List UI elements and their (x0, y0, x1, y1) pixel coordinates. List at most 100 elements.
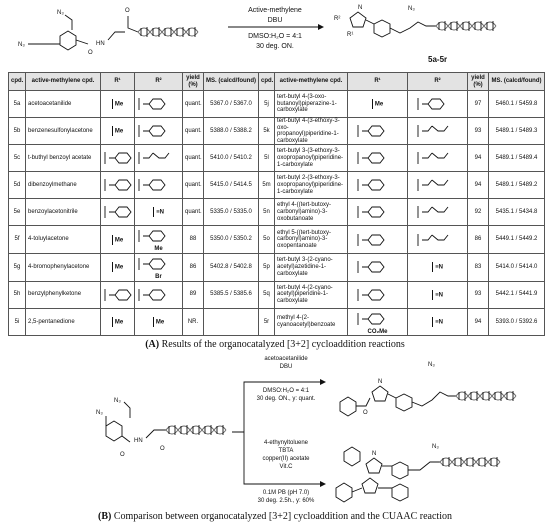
cell-r2-2 (407, 144, 468, 173)
prod-r2: R² (334, 16, 340, 22)
sm-ketone-o: O (125, 8, 130, 14)
cell-yield-2: 93 (467, 116, 489, 146)
sm-n3b-label: N₃ (18, 42, 25, 48)
Boc-piperidinyl-structure-icon (357, 125, 385, 138)
cell-r1: Me (100, 116, 135, 146)
cell-cpd-2: 5o (258, 225, 275, 254)
amide-phenyl-structure-icon (138, 98, 166, 110)
cell-r2-2 (407, 171, 468, 200)
cell-yield: quant. (182, 90, 204, 118)
cell-yield-2: 92 (467, 198, 489, 227)
r-bond-tick (153, 207, 155, 218)
pb-upper-n: N (378, 379, 382, 385)
prod-r1: R¹ (347, 32, 353, 38)
cell-active-methylene: benzylphenylketone (25, 280, 101, 309)
smb-n3-label: N₃ (114, 398, 121, 404)
caption-a-tag: (A) (145, 339, 160, 350)
cell-r1-2 (347, 198, 408, 227)
cell-active-methylene: dibenzoylmethane (25, 171, 101, 200)
cell-ms (203, 307, 259, 337)
phenyl-structure-icon (104, 179, 132, 192)
cell-yield: 86 (182, 252, 204, 282)
cell-r1-2 (347, 225, 408, 254)
upper-time: 30 deg. ON., y: quant. (257, 396, 316, 402)
BocNH-ethyl-structure-icon (357, 233, 385, 246)
cell-yield: 89 (182, 280, 204, 309)
cell-yield-2: 94 (467, 144, 489, 173)
caption-a: (A) Results of the organocatalyzed [3+2]… (0, 339, 550, 350)
cell-r2-2: ≡N (407, 252, 468, 282)
cell-r2: Me (134, 225, 183, 254)
th-ms: MS. (calcd/found) (203, 72, 259, 91)
r-cyano-label: ≡N (435, 292, 443, 299)
ethyl ester-structure-icon (417, 206, 448, 219)
cell-ms-2: 5489.1 / 5489.3 (488, 116, 545, 146)
cell-cpd: 5g (8, 252, 26, 282)
starting-material-a: N₃ N₃ O HN O (18, 8, 199, 56)
product-label-a: 5a-5r (428, 55, 447, 64)
phenyl-structure-icon (138, 257, 166, 270)
cell-ms-2: 5460.1 / 5459.8 (488, 90, 545, 118)
r-br-label: Br (155, 273, 162, 280)
results-table: cpd. active-methylene cpd. R¹ R² yield (… (8, 72, 545, 337)
cell-ms: 5385.5 / 5385.6 (203, 280, 259, 309)
r-bond-tick (432, 316, 434, 327)
BocNH-methyl-structure-icon (357, 206, 385, 219)
cell-cpd: 5d (8, 171, 26, 200)
r-cyano-label: ≡N (435, 264, 443, 271)
cell-r2 (134, 116, 183, 146)
cell-cpd-2: 5l (258, 144, 275, 173)
cell-r2-2: ≡N (407, 280, 468, 309)
cell-r1: Me (100, 225, 135, 254)
cell-yield-2: 86 (467, 225, 489, 254)
r-co2me-label: CO₂Me (367, 328, 388, 335)
cell-ms: 5388.0 / 5388.2 (203, 116, 259, 146)
cell-active-methylene-2: tert-butyl 3-(3-ethoxy-3-oxopropanoyl)pi… (274, 144, 348, 173)
sm-hn-label: HN (96, 41, 105, 47)
r-me-label: Me (114, 128, 124, 135)
cell-cpd-2: 5r (258, 307, 275, 337)
smb-hn-label: HN (134, 438, 143, 444)
cell-yield-2: 94 (467, 307, 489, 337)
cell-r2 (134, 280, 183, 309)
phenyl-structure-icon (104, 288, 132, 301)
cell-cpd: 5e (8, 198, 26, 227)
r-bond-tick (152, 316, 154, 327)
product-b-upper: O N N₃ (339, 362, 517, 417)
cell-yield: quant. (182, 116, 204, 146)
th-active-methylene: active-methylene cpd. (25, 72, 101, 91)
branch-arrows (232, 381, 320, 485)
cond-time: 30 deg. ON. (256, 43, 294, 50)
r-me-label: Me (114, 101, 124, 108)
tBu-ester-structure-icon (138, 152, 170, 165)
cell-yield: quant. (182, 198, 204, 227)
phenylsulfonyl-structure-icon (138, 125, 166, 138)
cell-active-methylene: t-buthyl benzoyl acetate (25, 144, 101, 173)
cell-r1: Me (100, 90, 135, 118)
cell-r1 (100, 144, 135, 173)
table-header-row: cpd. active-methylene cpd. R¹ R² yield (… (8, 72, 545, 91)
caption-a-text: Results of the organocatalyzed [3+2] cyc… (159, 339, 405, 350)
cell-r2-2 (407, 198, 468, 227)
Boc-azetidinyl-structure-icon (357, 261, 385, 274)
cell-active-methylene: benzenesulfonylacetone (25, 116, 101, 146)
r-bond-tick (432, 262, 434, 273)
r-bond-tick (371, 99, 373, 109)
r-cyano-label: ≡N (156, 209, 164, 216)
cell-yield: 88 (182, 225, 204, 254)
pb-upper-n3: N₃ (428, 362, 435, 368)
Boc-piperazine-amide-structure-icon (417, 98, 445, 110)
th-yield-2: yield (%) (467, 72, 489, 91)
cell-cpd: 5b (8, 116, 26, 146)
cell-r1-2 (347, 252, 408, 282)
upper-solvent: DMSO:H₂O = 4:1 (263, 388, 310, 394)
cell-active-methylene-2: tert-butyl 3-(2-cyano-acetyl)azetidine-1… (274, 252, 348, 282)
prod-n3: N₃ (408, 6, 415, 12)
scheme-a: N₃ N₃ O HN O Active-methylene DBU DMSO:H… (18, 5, 497, 64)
smb-ketone-o: O (160, 446, 165, 452)
cell-cpd-2: 5q (258, 280, 275, 309)
lower-additive: Vit.C (280, 464, 294, 470)
